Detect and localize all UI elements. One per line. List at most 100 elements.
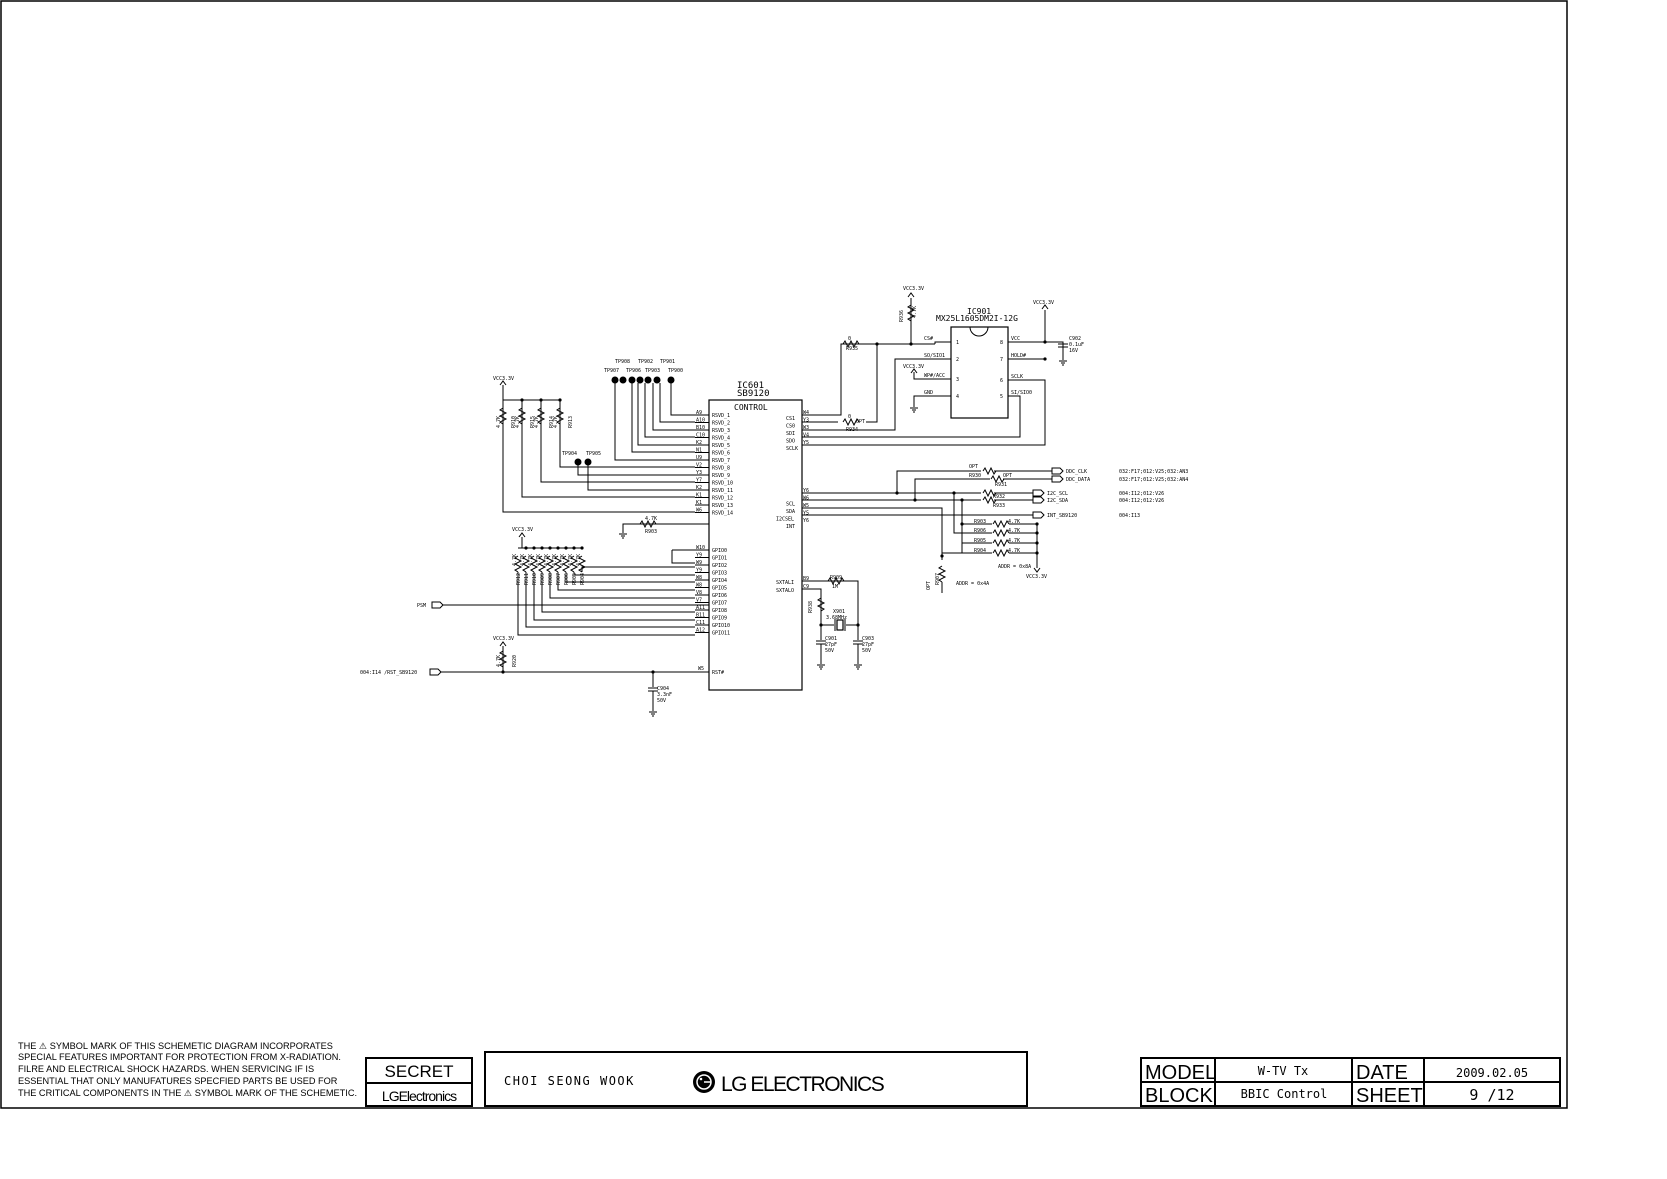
resistor [545,555,555,573]
pin-name: SDA [786,509,795,515]
rst-pin-num: W5 [698,666,704,672]
tp-label: TP905 [586,451,601,457]
pin-name: RSVD_10 [712,481,733,487]
resistor-ref: R910 [532,573,538,585]
pin-number: 6 [1000,378,1003,384]
junction [548,546,552,550]
designer-box: CHOI SEONG WOOK LG ELECTRONICS [484,1051,1028,1107]
resistor-ref: R908 [548,573,554,585]
wire-rsvd [559,400,695,468]
secret-box: SECRET LGElectronics [365,1057,473,1107]
wire-ddc-clk [802,470,981,494]
wire-rsvd [652,383,695,431]
pin-number: W3 [803,425,809,431]
wire-cs0-b [866,344,878,423]
junction [913,498,917,502]
c904-volt: 50V [657,698,666,704]
r935-value: 0 [848,336,851,342]
port-ref: 004:I13 [1119,513,1140,519]
wire-rsvd [502,400,695,513]
port-connector [1051,467,1064,475]
r931-opt: OPT [1003,473,1012,479]
resistor-ref: R905 [974,538,986,544]
pin-number: 2 [956,357,959,363]
ic901-pins: 1CS#2SO/SIO13WP#/ACC4GND8VCC7HOLD#6SCLK5… [924,336,1032,400]
port-name: INT_SB9120 [1047,513,1077,519]
ground-symbol [619,533,627,539]
port-connector [1032,489,1045,497]
pin-number: Y9 [696,568,702,574]
junction [1043,357,1047,361]
resistor-r938 [816,597,826,612]
test-point-tp905 [584,458,592,466]
c903-ref: C903 [862,636,874,642]
r920-value: 4.7K [496,655,502,667]
wire-gpio [525,572,695,628]
spi-wiring [802,298,1064,446]
r935-ref: R935 [846,346,858,352]
c902-value: 0.1uF [1069,342,1084,348]
pin-number: K1 [696,493,702,499]
resistor [498,407,508,425]
ic901: IC901 MX25L1605DM2I-12G 1CS#2SO/SIO13WP#… [924,307,1032,419]
x901-ref: X901 [833,609,845,615]
pin-number: A12 [696,628,705,634]
pin-number: A10 [696,418,705,424]
resistor-ref: R905 [572,573,578,585]
lg-logo-icon [693,1071,715,1093]
pin-number: 4 [956,394,959,400]
wire-gpio [671,550,695,564]
wire-gpio [541,572,695,613]
resistor [521,555,531,573]
resistor [992,538,1010,548]
port-ref: 032:F17;012:V25;032:AN3 [1119,469,1188,475]
test-point-tp904 [574,458,582,466]
c902-volt: 16V [1069,348,1078,354]
c903-value: 27pF [862,642,874,648]
port-ref: 004:I12;012:V26 [1119,491,1164,497]
pin-name: RSVD_14 [712,511,733,517]
pin-name: RSVD_1 [712,413,730,419]
pin-name: GPIO1 [712,556,727,562]
flash-passives: 0 R935 0 OPT R934 R936 4.7K VCC3.3V VCC3… [842,286,1084,433]
pin-number: 3 [956,377,959,383]
wire-gpio [549,572,695,599]
resistor-value: 4.7K [1008,519,1020,525]
junction [940,554,944,558]
resistor-r930 [982,466,997,476]
pin-number: W5 [803,503,809,509]
junction [651,670,655,674]
pin-number: Y6 [803,518,809,524]
resistor-ref: R912 [516,573,522,585]
r934-ref: R934 [846,427,858,433]
pin-name: RSVD_3 [712,428,730,434]
psm-connector [431,601,444,609]
vcc-arrow [910,368,918,374]
reset-circuit: 004:I14 /RST_SB9120 VCC3.3V 4.7K R920 C9… [360,636,695,717]
wire-gpio [581,566,695,572]
resistor-value: 4.7K [515,416,521,428]
port-name: I2C_SCL [1047,491,1068,497]
vcc-arrow [907,292,915,298]
x901-value: 3.68MHz [826,615,847,621]
port-name: DDC_DATA [1066,477,1090,483]
wire-c902 [1045,341,1064,360]
test-point [636,376,644,384]
junction [572,546,576,550]
pin-number: Y5 [803,440,809,446]
pin-number: K2 [696,440,702,446]
resistor-ref: R906 [564,573,570,585]
c903-volt: 50V [862,648,871,654]
resistor-value: 4.7K [568,554,574,566]
junction [1043,340,1047,344]
pin-name: GPIO8 [712,608,727,614]
r934-value: 0 [848,414,851,420]
wire-gpio [517,572,695,636]
resistor-r920 [498,650,508,668]
resistor [536,407,546,425]
pin-number: C10 [696,433,705,439]
ic901-body [950,326,1009,419]
pin-number: 5 [1000,394,1003,400]
